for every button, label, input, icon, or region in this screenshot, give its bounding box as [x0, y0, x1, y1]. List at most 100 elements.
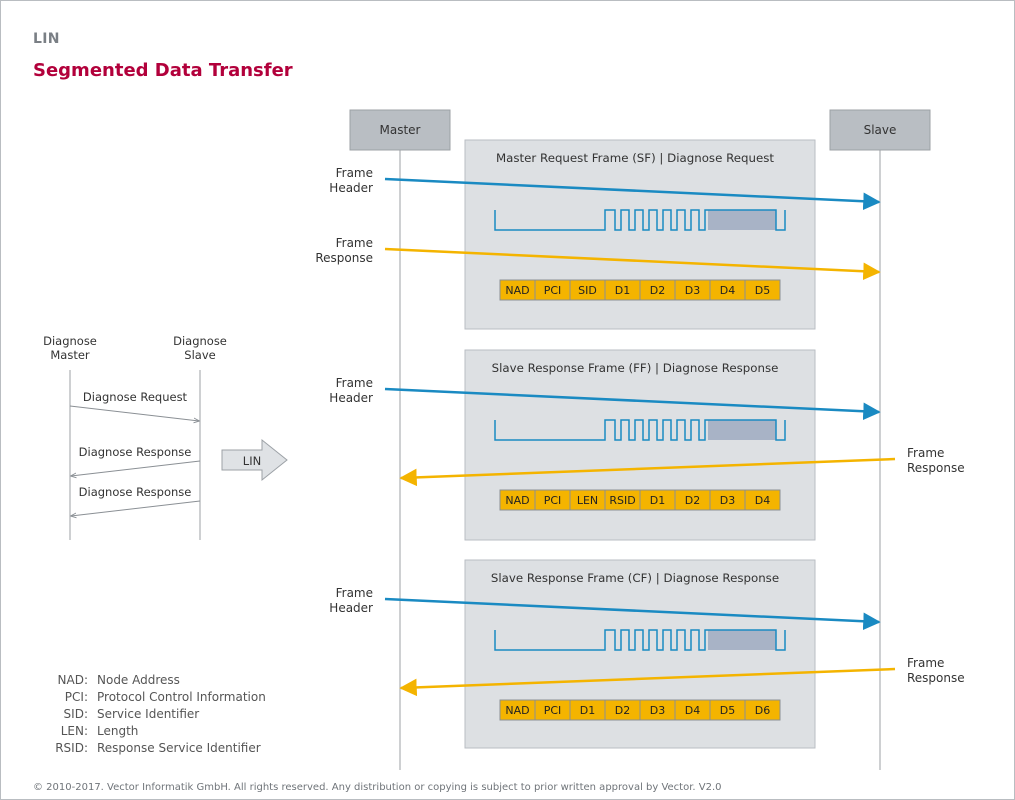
field-cell-label: PCI [544, 284, 562, 297]
legend-abbr: RSID: [55, 741, 88, 755]
waveform-1 [494, 209, 786, 231]
field-cell-label: RSID [609, 494, 635, 507]
field-cell-label: PCI [544, 704, 562, 717]
field-cell-label: D1 [650, 494, 665, 507]
slave-participant-label: Slave [864, 123, 897, 137]
field-cell [744, 699, 781, 721]
lin-arrow-label: LIN [243, 454, 261, 468]
field-cell-label: NAD [505, 704, 529, 717]
waveform-signal-3 [494, 629, 786, 651]
frame-response-arrow-1 [384, 247, 881, 281]
frame-response-label-2b: Response [907, 461, 965, 475]
frame-header-label-1a: Frame [336, 166, 373, 180]
frame-header-label-2a: Frame [336, 376, 373, 390]
waveform-response-block-3 [708, 630, 776, 650]
field-cell-label: NAD [505, 494, 529, 507]
frame-response-label-3b: Response [907, 671, 965, 685]
frame-title-1: Master Request Frame (SF) | Diagnose Req… [496, 151, 774, 165]
slide-title: Segmented Data Transfer [33, 60, 293, 81]
diagnose-response-arrow-1 [71, 460, 201, 476]
frame-response-arrow-2 [399, 457, 896, 487]
legend-row: LEN: Length [40, 723, 266, 740]
frame-response-label-2a: Frame [907, 446, 944, 460]
waveform-2 [494, 419, 786, 441]
field-cell-label: D4 [755, 494, 770, 507]
diagnose-overview: Diagnose Master Diagnose Slave Diagnose … [43, 334, 288, 540]
frame-fields-1: NAD PCI SID D1 D2 D3 D4 D5 [499, 279, 781, 301]
master-participant-label: Master [380, 123, 421, 137]
diagnose-response-arrow-2 [71, 500, 201, 516]
frame-response-label-1a: Frame [336, 236, 373, 250]
legend-row: PCI: Protocol Control Information [40, 689, 266, 706]
field-cell-label: D5 [755, 284, 770, 297]
legend-abbr: NAD: [57, 673, 88, 687]
legend-row: NAD: Node Address [40, 672, 266, 689]
slide-kicker: LIN [33, 31, 60, 47]
lin-transition-arrow [221, 438, 288, 482]
frame-header-label-2b: Header [329, 391, 373, 405]
field-cell-label: SID [578, 284, 597, 297]
field-cell-label: D2 [650, 284, 665, 297]
field-cell-label: D1 [615, 284, 630, 297]
frame-header-label-3b: Header [329, 601, 373, 615]
frame-header-arrow-3 [384, 597, 881, 631]
field-cell-label: D6 [755, 704, 770, 717]
field-cell-label: D2 [615, 704, 630, 717]
field-cell-label: D3 [650, 704, 665, 717]
frame-title-2: Slave Response Frame (FF) | Diagnose Res… [492, 361, 779, 375]
legend-text: Protocol Control Information [97, 690, 266, 704]
frame-response-arrow-3 [399, 667, 896, 697]
frame-fields-3: NAD PCI D1 D2 D3 D4 D5 D6 [499, 699, 781, 721]
legend-abbr: PCI: [64, 690, 88, 704]
waveform-3 [494, 629, 786, 651]
slave-participant-box [829, 109, 931, 151]
frame-panel-2 [464, 349, 816, 541]
legend-row: SID: Service Identifier [40, 706, 266, 723]
diagnose-slave-label-1: Diagnose [173, 334, 227, 348]
frame-panel-1 [464, 139, 816, 330]
diagnose-slave-label-2: Slave [184, 348, 215, 362]
field-cell-label: D4 [685, 704, 700, 717]
field-cell-label: D3 [720, 494, 735, 507]
diagnose-master-label-2: Master [50, 348, 90, 362]
diagnose-response-label-2: Diagnose Response [79, 485, 192, 499]
frame-header-arrow-2 [384, 387, 881, 421]
waveform-response-block-2 [708, 420, 776, 440]
legend-row: RSID: Response Service Identifier [40, 740, 266, 757]
field-cell-label: D4 [720, 284, 735, 297]
diagnose-response-label-1: Diagnose Response [79, 445, 192, 459]
field-cell-label: PCI [544, 494, 562, 507]
legend-abbr: SID: [63, 707, 88, 721]
frame-response-label-1b: Response [315, 251, 373, 265]
legend-text: Response Service Identifier [97, 741, 261, 755]
waveform-signal-1 [494, 209, 786, 231]
field-cell-label: D3 [685, 284, 700, 297]
diagnose-request-label: Diagnose Request [83, 390, 188, 404]
frame-response-label-3a: Frame [907, 656, 944, 670]
waveform-signal-2 [494, 419, 786, 441]
master-participant-box [349, 109, 451, 151]
frame-header-label-3a: Frame [336, 586, 373, 600]
waveform-response-block-1 [708, 210, 776, 230]
legend-abbr: LEN: [60, 724, 88, 738]
abbreviation-legend: NAD: Node Address PCI: Protocol Control In… [40, 672, 266, 757]
field-cell [744, 279, 781, 301]
diagnose-request-arrow [69, 405, 199, 421]
field-cell-label: NAD [505, 284, 529, 297]
field-cell-label: D5 [720, 704, 735, 717]
field-cell [744, 489, 781, 511]
field-cell-label: LEN [577, 494, 598, 507]
copyright-footer: © 2010-2017. Vector Informatik GmbH. All… [33, 782, 722, 793]
frame-fields-2: NAD PCI LEN RSID D1 D2 D3 D4 [499, 489, 781, 511]
frame-header-arrow-1 [384, 177, 881, 211]
field-cell-label: D2 [685, 494, 700, 507]
frame-title-3: Slave Response Frame (CF) | Diagnose Res… [491, 571, 779, 585]
legend-text: Service Identifier [97, 707, 200, 721]
frame-header-label-1b: Header [329, 181, 373, 195]
field-cell-label: D1 [580, 704, 595, 717]
diagnose-master-label-1: Diagnose [43, 334, 97, 348]
legend-text: Length [97, 724, 139, 738]
legend-text: Node Address [97, 673, 180, 687]
